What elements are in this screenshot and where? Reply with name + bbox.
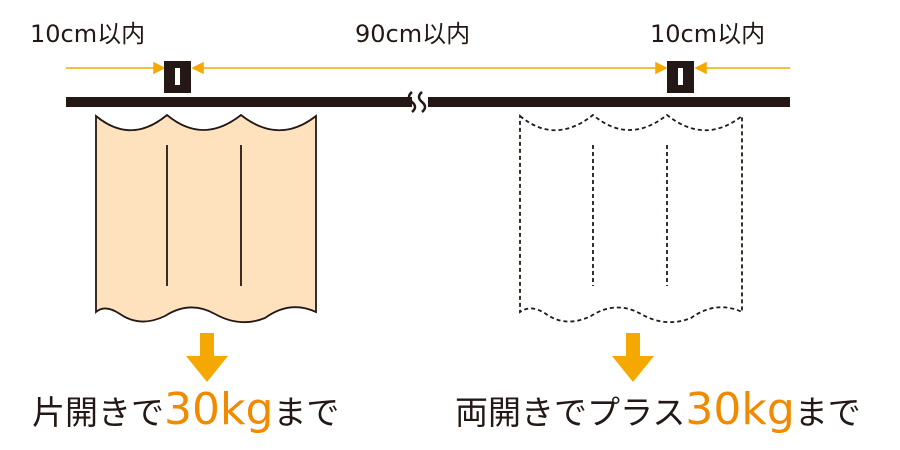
curtain-solid [95, 113, 317, 324]
right-margin-label: 10cm以内 [650, 20, 766, 48]
bracket-right [667, 61, 694, 93]
left-margin-label: 10cm以内 [30, 20, 146, 48]
caption-prefix: 両開きでプラス [455, 393, 686, 432]
caption-single-open: 片開きで30kgまで [32, 384, 339, 435]
dimension-lines [66, 61, 790, 75]
curtain-dashed [519, 113, 743, 324]
caption-suffix: まで [794, 393, 861, 432]
caption-suffix: まで [273, 393, 340, 432]
bracket-left [164, 61, 191, 93]
caption-weight: 30kg [164, 384, 274, 435]
curtain-rail [66, 91, 790, 113]
down-arrow-left [186, 333, 228, 382]
down-arrow-right [612, 333, 654, 382]
caption-double-open: 両開きでプラス30kgまで [455, 384, 861, 435]
caption-weight: 30kg [685, 384, 795, 435]
span-label: 90cm以内 [355, 20, 471, 48]
rail-break-symbol [407, 91, 427, 113]
caption-prefix: 片開きで [32, 393, 164, 432]
